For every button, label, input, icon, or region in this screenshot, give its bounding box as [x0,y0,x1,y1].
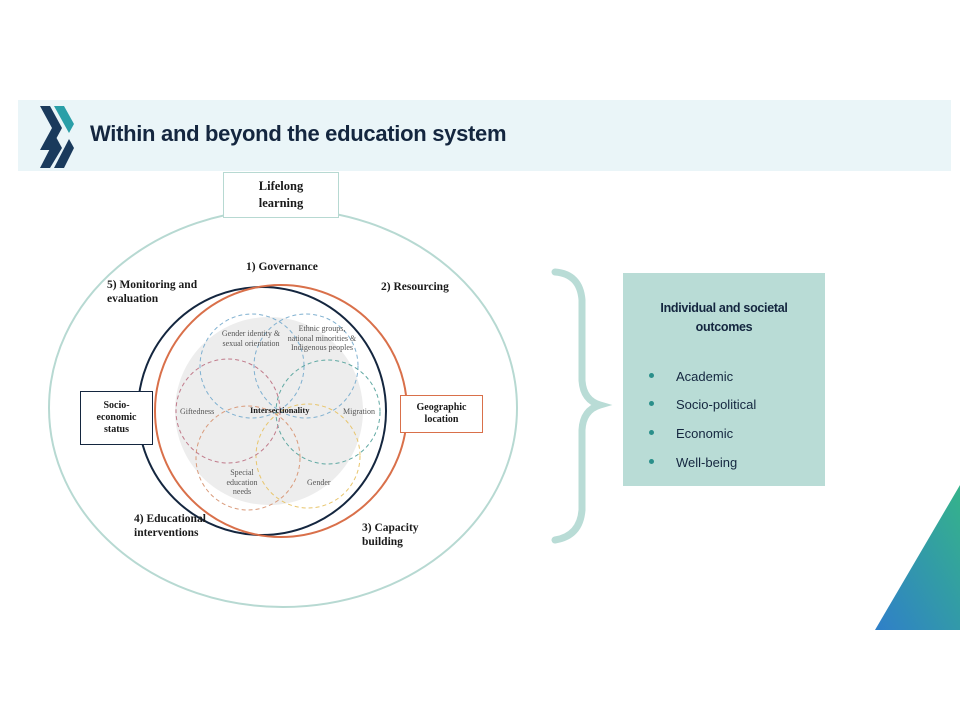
special-needs-label: Special education needs [226,468,258,496]
intersectionality-label: Intersectionality [250,405,310,415]
inner-grey-disc [175,317,363,505]
ethnic-circle [253,313,359,419]
oecd-chevron-icon [40,106,74,168]
giftedness-circle [175,358,281,464]
outcome-item: Economic [649,426,733,441]
outcomes-title-line1: Individual and societal [660,301,788,315]
lifelong-learning-box: Lifelong learning [223,172,339,218]
outcome-item: Academic [649,369,733,384]
special-needs-circle [195,405,301,511]
curly-brace-icon [551,268,613,544]
bullet-icon [649,373,654,379]
outcomes-panel: Individual and societal outcomes Academi… [623,273,825,486]
giftedness-label: Giftedness [180,407,215,416]
bullet-icon [649,430,654,436]
outcomes-title-line2: outcomes [695,320,753,334]
resourcing-label: 2) Resourcing [381,281,449,293]
ethnic-label: Ethnic groups, national minorities & Ind… [287,324,357,352]
header-bar [18,100,951,171]
bullet-icon [649,401,654,407]
corner-gradient-shape [875,485,960,630]
migration-circle [275,359,381,465]
interventions-label: 4) Educational interventions [134,513,206,539]
outcomes-title: Individual and societal outcomes [623,299,825,337]
governance-label: 1) Governance [246,261,318,273]
socio-economic-box: Socio-economic status [80,391,153,445]
gender-identity-label: Gender identity & sexual orientation [221,329,281,348]
capacity-label: 3) Capacity building [362,522,419,548]
migration-label: Migration [343,407,375,416]
bullet-icon [649,459,654,465]
gender-circle [255,403,361,509]
geographic-location-box: Geographic location [400,395,483,433]
outcome-item: Well-being [649,455,737,470]
monitoring-label: 5) Monitoring and evaluation [107,279,198,305]
gender-label: Gender [307,478,331,487]
outcome-item: Socio-political [649,397,756,412]
page-title: Within and beyond the education system [90,121,507,146]
